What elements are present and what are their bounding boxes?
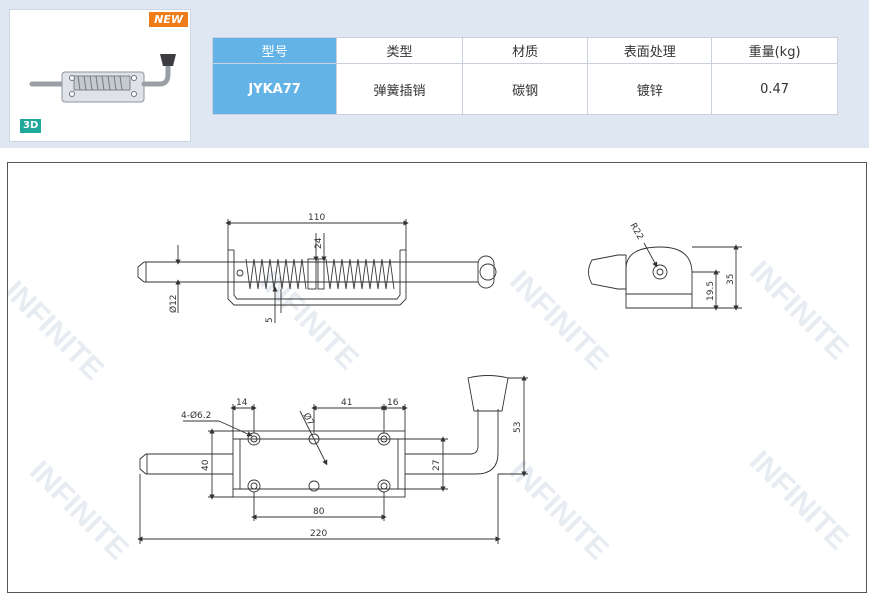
- dim-4-d6-2: 4-Ø6.2: [181, 410, 211, 421]
- dim-16: 16: [387, 398, 399, 408]
- dim-40: 40: [201, 459, 211, 471]
- new-badge: NEW: [149, 12, 188, 27]
- spec-table-header-row: 型号 类型 材质 表面处理 重量(kg): [211, 37, 838, 64]
- dim-24: 24: [314, 237, 324, 249]
- header-surface-treatment: 表面处理: [587, 37, 713, 64]
- cell-type: 弹簧插销: [336, 63, 463, 115]
- cell-weight: 0.47: [711, 63, 838, 115]
- cell-model: JYKA77: [211, 63, 338, 115]
- 3d-badge[interactable]: 3D: [20, 119, 42, 133]
- dim-80: 80: [313, 507, 325, 517]
- dim-220: 220: [310, 529, 327, 539]
- technical-drawing: INFINITE INFINITE INFINITE INFINITE INFI…: [7, 162, 867, 593]
- dim-5: 5: [265, 317, 275, 323]
- spring-latch-3d-image: [29, 54, 176, 103]
- side-view: [588, 242, 742, 311]
- watermark-text: INFINITE: [743, 445, 855, 557]
- front-view: [137, 375, 528, 544]
- header-model: 型号: [211, 37, 338, 64]
- dim-d12: Ø12: [168, 294, 179, 313]
- product-header-band: NEW 3D 型号 类型 材质 表面处理 重量(kg) JYKA77 弹簧插销 …: [0, 0, 869, 148]
- dim-53: 53: [513, 422, 523, 433]
- header-material: 材质: [461, 37, 589, 64]
- top-view: [137, 219, 497, 323]
- dim-r22: R22: [627, 222, 645, 242]
- spec-table: 型号 类型 材质 表面处理 重量(kg) JYKA77 弹簧插销 碳钢 镀锌 0…: [211, 37, 838, 115]
- header-weight: 重量(kg): [711, 37, 838, 64]
- watermark-text: INFINITE: [503, 455, 615, 567]
- cell-material: 碳钢: [461, 63, 589, 115]
- header-type: 类型: [336, 37, 463, 64]
- dim-110: 110: [308, 213, 325, 223]
- dim-14: 14: [236, 398, 248, 408]
- watermark-text: INFINITE: [23, 455, 135, 567]
- spec-table-row: JYKA77 弹簧插销 碳钢 镀锌 0.47: [211, 63, 838, 115]
- watermark-text: INFINITE: [503, 265, 615, 377]
- product-thumbnail[interactable]: NEW 3D: [9, 9, 191, 142]
- cell-surface-treatment: 镀锌: [587, 63, 713, 115]
- drawing-canvas: INFINITE INFINITE INFINITE INFINITE INFI…: [8, 213, 855, 567]
- dim-35: 35: [726, 274, 736, 285]
- dim-27: 27: [432, 460, 442, 471]
- dim-41: 41: [341, 398, 352, 408]
- watermark-layer: INFINITE INFINITE INFINITE INFINITE INFI…: [8, 255, 855, 567]
- watermark-text: INFINITE: [743, 255, 855, 367]
- dim-19-5: 19.5: [706, 281, 716, 301]
- watermark-text: INFINITE: [8, 275, 110, 387]
